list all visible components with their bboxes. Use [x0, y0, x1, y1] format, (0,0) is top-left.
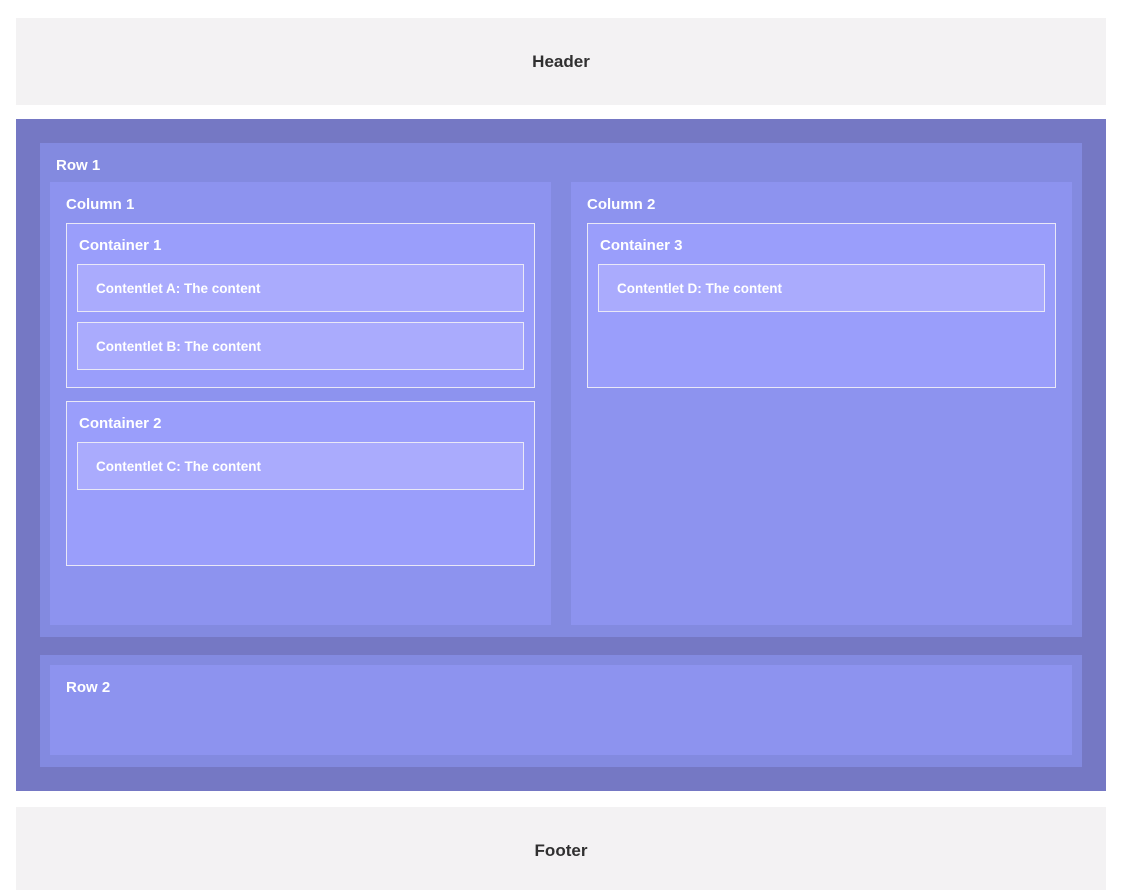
container-3-body: Contentlet D: The content [598, 264, 1045, 312]
column-1-body: Container 1 Contentlet A: The content Co… [60, 223, 541, 613]
container-1-body: Contentlet A: The content Contentlet B: … [77, 264, 524, 370]
layout-row-1[interactable]: Row 1 Column 1 Container 1 Contentlet A:… [40, 143, 1082, 637]
layout-container-1[interactable]: Container 1 Contentlet A: The content Co… [66, 223, 535, 388]
container-2-label: Container 2 [79, 415, 162, 432]
contentlet-b[interactable]: Contentlet B: The content [77, 322, 524, 370]
container-3-label: Container 3 [600, 237, 683, 254]
row-1-columns: Column 1 Container 1 Contentlet A: The c… [50, 182, 1072, 625]
layout-column-2[interactable]: Column 2 Container 3 Contentlet D: The c… [571, 182, 1072, 625]
contentlet-a[interactable]: Contentlet A: The content [77, 264, 524, 312]
row-1-label: Row 1 [56, 157, 101, 174]
container-1-label: Container 1 [79, 237, 162, 254]
page-body: Row 1 Column 1 Container 1 Contentlet A:… [16, 119, 1106, 791]
contentlet-c[interactable]: Contentlet C: The content [77, 442, 524, 490]
column-2-body: Container 3 Contentlet D: The content [581, 223, 1062, 613]
page-header[interactable]: Header [16, 18, 1106, 105]
row-2-label: Row 2 [66, 679, 111, 696]
column-2-label: Column 2 [587, 196, 656, 213]
layout-row-2[interactable]: Row 2 [40, 655, 1082, 767]
page-footer[interactable]: Footer [16, 807, 1106, 890]
page-footer-label: Footer [534, 840, 588, 860]
contentlet-d[interactable]: Contentlet D: The content [598, 264, 1045, 312]
page-header-label: Header [532, 51, 590, 71]
layout-container-2[interactable]: Container 2 Contentlet C: The content [66, 401, 535, 566]
container-2-body: Contentlet C: The content [77, 442, 524, 490]
column-1-label: Column 1 [66, 196, 135, 213]
row-2-body[interactable]: Row 2 [50, 665, 1072, 755]
layout-column-1[interactable]: Column 1 Container 1 Contentlet A: The c… [50, 182, 551, 625]
layout-container-3[interactable]: Container 3 Contentlet D: The content [587, 223, 1056, 388]
